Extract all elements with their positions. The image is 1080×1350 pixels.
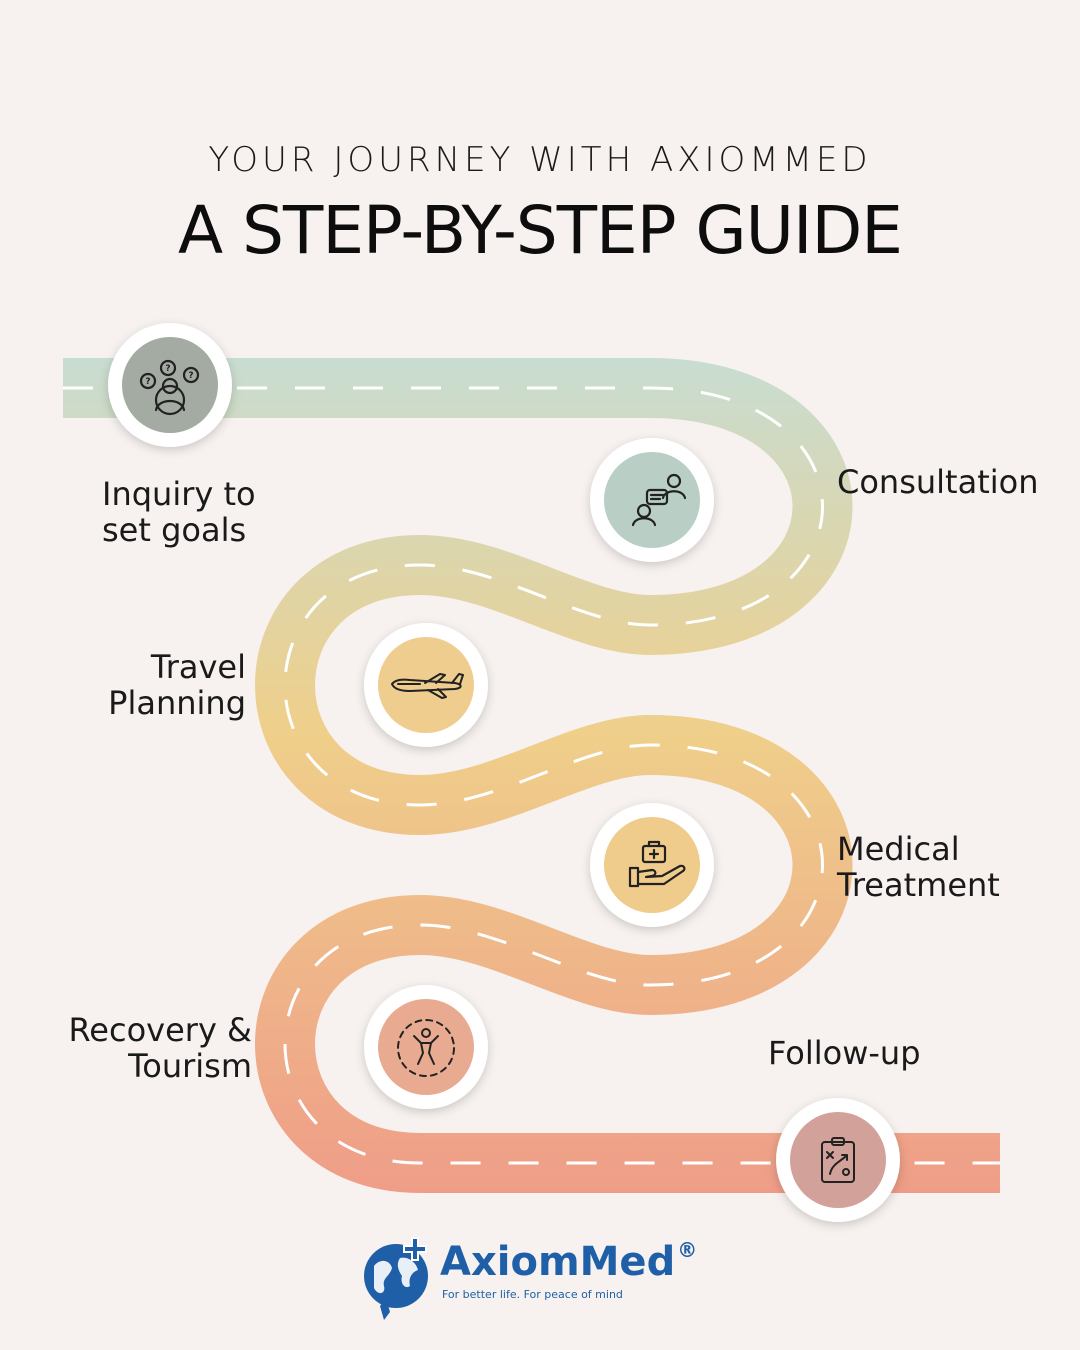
step-6-node: [776, 1098, 900, 1222]
svg-text:?: ?: [145, 377, 150, 387]
svg-text:?: ?: [188, 371, 193, 381]
svg-text:?: ?: [165, 364, 170, 374]
hand-medkit-icon: [628, 840, 686, 888]
step-5-label: Recovery & Tourism: [68, 1011, 253, 1085]
people-questions-icon: [139, 359, 200, 416]
brand-tagline: For better life. For peace of mind: [442, 1288, 623, 1301]
step-3-label: Travel Planning: [108, 648, 246, 722]
globe-icon: [364, 1237, 428, 1320]
step-6-label: Follow-up: [768, 1034, 921, 1072]
page-subtitle: YOUR JOURNEY WITH AXIOMMED: [208, 140, 872, 180]
step-2-label: Consultation: [837, 463, 1039, 501]
brand-name: AxiomMed®: [440, 1238, 698, 1285]
step-1-label: Inquiry to set goals: [102, 475, 256, 549]
step-2-node: [590, 438, 714, 562]
step-4-node: [590, 803, 714, 927]
clipboard-strategy-icon: [821, 1137, 855, 1183]
step-1-node: ???: [108, 323, 232, 447]
step-4-label: Medical Treatment: [837, 830, 1000, 904]
step-5-node: [364, 985, 488, 1109]
brand-logo: AxiomMed® For better life. For peace of …: [360, 1236, 740, 1326]
page-title: A STEP-BY-STEP GUIDE: [178, 192, 903, 269]
airplane-icon: [391, 673, 464, 699]
consultation-chat-icon: [631, 473, 687, 527]
header: YOUR JOURNEY WITH AXIOMMED A STEP-BY-STE…: [0, 140, 1080, 269]
recovery-person-icon: [397, 1019, 455, 1077]
step-3-node: [364, 623, 488, 747]
road-path: [63, 358, 1000, 1193]
